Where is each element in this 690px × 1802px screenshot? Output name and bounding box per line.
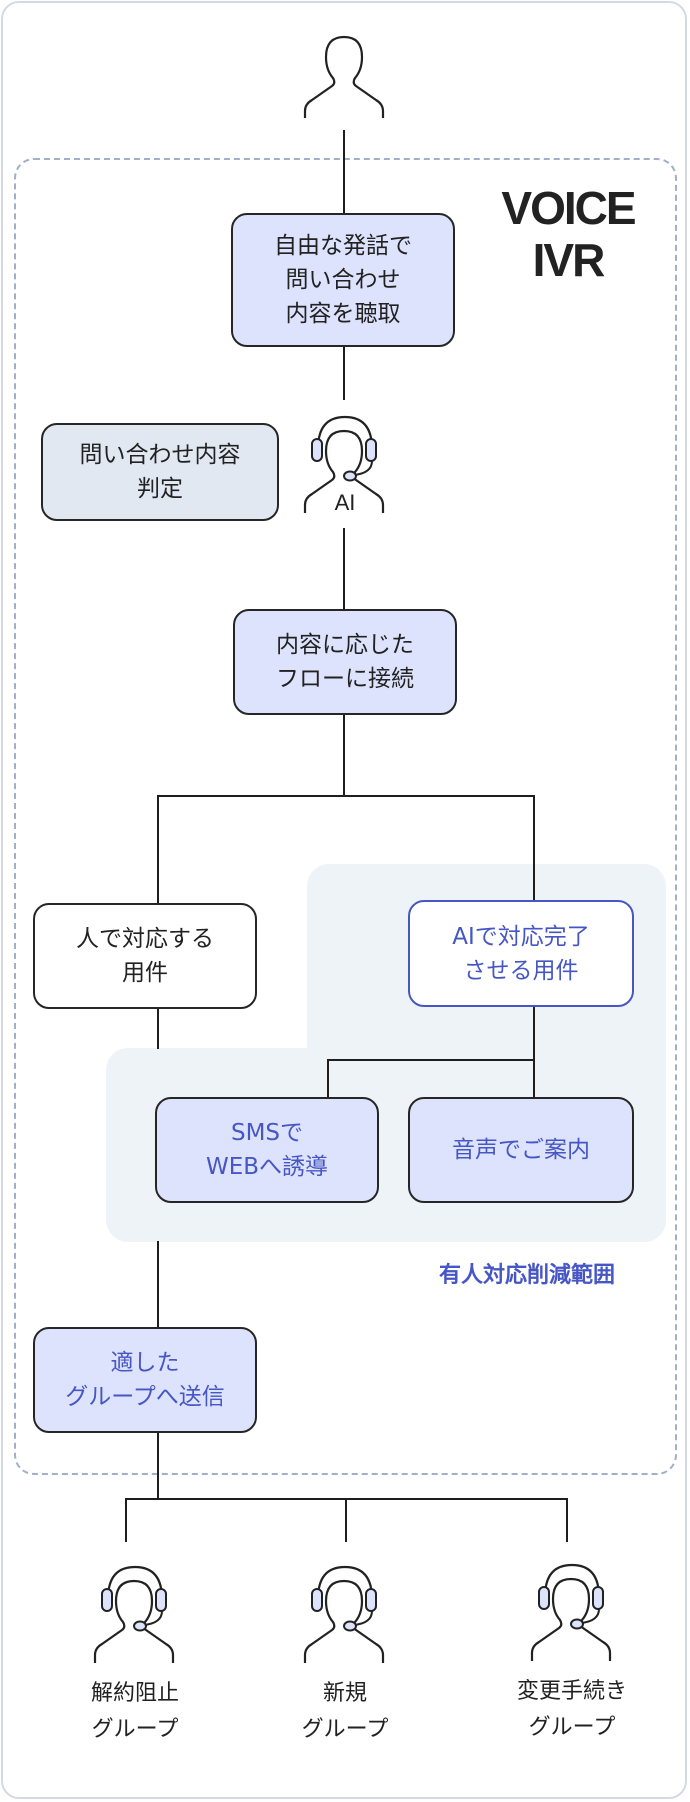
- connector-ai-route: [343, 528, 345, 610]
- voice-guide-line-1: 音声でご案内: [452, 1137, 590, 1163]
- voice-ivr-title: VOICE IVR: [488, 182, 648, 286]
- send-group-node: 適した グループへ送信: [33, 1327, 257, 1433]
- connector-caller-listen: [343, 130, 345, 214]
- judge-line-2: 判定: [137, 476, 183, 502]
- send-group-line-1: 適した: [110, 1350, 180, 1376]
- group-1-line-1: 解約阻止: [90, 1681, 179, 1706]
- connector-send-groups: [157, 1432, 159, 1500]
- sms-line-2: WEBへ誘導: [205, 1154, 329, 1180]
- voice-guide-node: 音声でご案内: [408, 1097, 634, 1203]
- group-3-line-2: グループ: [528, 1715, 616, 1740]
- connector-human-down-b: [157, 1241, 159, 1328]
- human-case-line-2: 用件: [122, 960, 168, 986]
- ai-case-node: AIで対応完了 させる用件: [408, 900, 634, 1007]
- judge-line-1: 問い合わせ内容: [79, 442, 241, 468]
- connector-split-horizontal: [157, 795, 535, 797]
- ai-label: AI: [334, 490, 356, 515]
- group-2-line-1: 新規: [322, 1681, 367, 1706]
- sms-line-1: SMSで: [230, 1120, 304, 1146]
- group-2-label: 新規 グループ: [265, 1676, 425, 1748]
- route-line-2: フローに接続: [276, 666, 414, 692]
- ai-case-line-2: させる用件: [463, 957, 579, 984]
- connector-sub-sms: [327, 1059, 329, 1098]
- connector-split-ai: [533, 795, 535, 901]
- connector-group-2: [345, 1498, 347, 1542]
- listen-line-2: 問い合わせ: [285, 267, 401, 293]
- group-2-line-2: グループ: [301, 1717, 389, 1742]
- group-3-line-1: 変更手続き: [516, 1679, 627, 1704]
- voice-ivr-scope: [14, 158, 677, 1475]
- group-1-label: 解約阻止 グループ: [55, 1676, 215, 1748]
- route-node: 内容に応じた フローに接続: [233, 609, 457, 715]
- connector-ai-sub: [533, 1006, 535, 1098]
- ai-headset-icon: [303, 415, 385, 513]
- headset-operator-icon: [303, 1565, 385, 1663]
- group-3-label: 変更手続き グループ: [492, 1674, 652, 1746]
- connector-sub-horizontal: [327, 1059, 535, 1061]
- human-case-node: 人で対応する 用件: [33, 903, 257, 1009]
- connector-human-down-a: [157, 1007, 159, 1049]
- route-line-1: 内容に応じた: [276, 632, 414, 658]
- connector-group-3: [566, 1498, 568, 1542]
- headset-operator-icon: [530, 1563, 612, 1661]
- title-line-2: IVR: [532, 234, 606, 286]
- person-icon: [303, 35, 385, 118]
- title-line-1: VOICE: [501, 182, 636, 234]
- group-1-line-2: グループ: [91, 1717, 179, 1742]
- listen-line-3: 内容を聴取: [285, 301, 401, 327]
- reduction-zone-label: 有人対応削減範囲: [438, 1263, 615, 1288]
- listen-line-1: 自由な発話で: [274, 233, 412, 259]
- connector-listen-ai: [343, 346, 345, 400]
- connector-group-1: [125, 1498, 127, 1542]
- headset-operator-icon: [93, 1565, 175, 1663]
- send-group-line-2: グループへ送信: [65, 1384, 225, 1410]
- human-case-line-1: 人で対応する: [76, 926, 214, 952]
- judge-node: 問い合わせ内容 判定: [41, 423, 279, 521]
- ai-case-line-1: AIで対応完了: [452, 923, 590, 950]
- listen-node: 自由な発話で 問い合わせ 内容を聴取: [231, 213, 455, 347]
- connector-route-split: [343, 714, 345, 797]
- sms-node: SMSで WEBへ誘導: [155, 1097, 379, 1203]
- connector-split-human: [157, 795, 159, 904]
